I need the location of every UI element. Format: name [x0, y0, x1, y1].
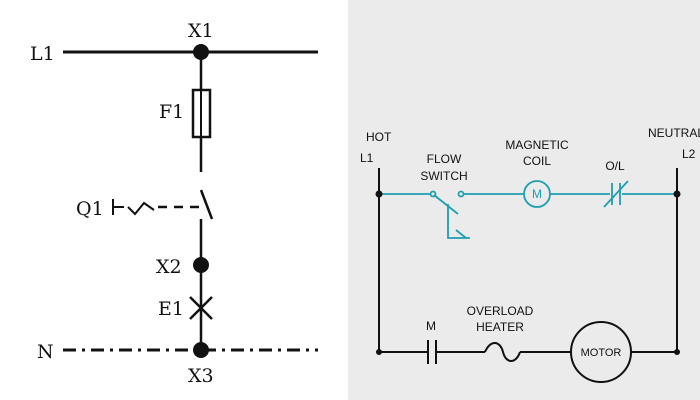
label-switch: SWITCH [420, 169, 467, 183]
junction-l2-power [674, 349, 680, 355]
lamp-e1-cross-b [189, 296, 213, 320]
junction-l1-control [375, 190, 383, 198]
flow-switch-paddle-tip [455, 229, 467, 239]
flow-switch-blade [433, 194, 459, 215]
label-heater: HEATER [476, 320, 524, 334]
control-rung [379, 180, 677, 239]
terminal-x2 [193, 257, 209, 273]
right-diagram: M HOT L1 NEUTRAL L2 FLOW S [360, 126, 700, 383]
label-x2: X2 [156, 256, 182, 278]
label-l1-right: L1 [360, 151, 374, 165]
ol-contact-slash [603, 180, 629, 208]
coil-m-label: M [532, 187, 542, 201]
power-rung [379, 321, 677, 383]
junction-l1-power [376, 349, 382, 355]
label-l2: L2 [682, 147, 696, 161]
flow-switch-paddle [447, 204, 470, 239]
label-ol: O/L [605, 159, 625, 173]
label-e1: E1 [158, 298, 184, 320]
label-overload: OVERLOAD [467, 304, 534, 318]
flow-switch-terminal-right [457, 190, 465, 198]
switch-q1-blade [199, 189, 214, 220]
label-x1: X1 [188, 20, 214, 42]
label-l1: L1 [30, 43, 55, 65]
label-coil: COIL [523, 154, 551, 168]
right-panel-background [348, 0, 700, 400]
junction-l2-control [673, 190, 681, 198]
label-n: N [37, 341, 54, 363]
label-q1: Q1 [76, 198, 104, 220]
terminal-x1 [193, 44, 209, 60]
left-diagram: L1 X1 F1 Q1 X2 E1 N X3 [30, 20, 318, 387]
label-flow: FLOW [427, 152, 462, 166]
terminal-x3 [193, 342, 209, 358]
label-neutral: NEUTRAL [648, 126, 700, 140]
label-f1: F1 [159, 101, 184, 123]
switch-q1-handle [127, 201, 155, 216]
overload-heater-symbol [484, 342, 521, 362]
label-hot: HOT [366, 130, 392, 144]
label-contact-m: M [426, 319, 436, 333]
label-magnetic: MAGNETIC [505, 138, 569, 152]
label-motor: MOTOR [581, 347, 622, 359]
label-x3: X3 [188, 365, 214, 387]
